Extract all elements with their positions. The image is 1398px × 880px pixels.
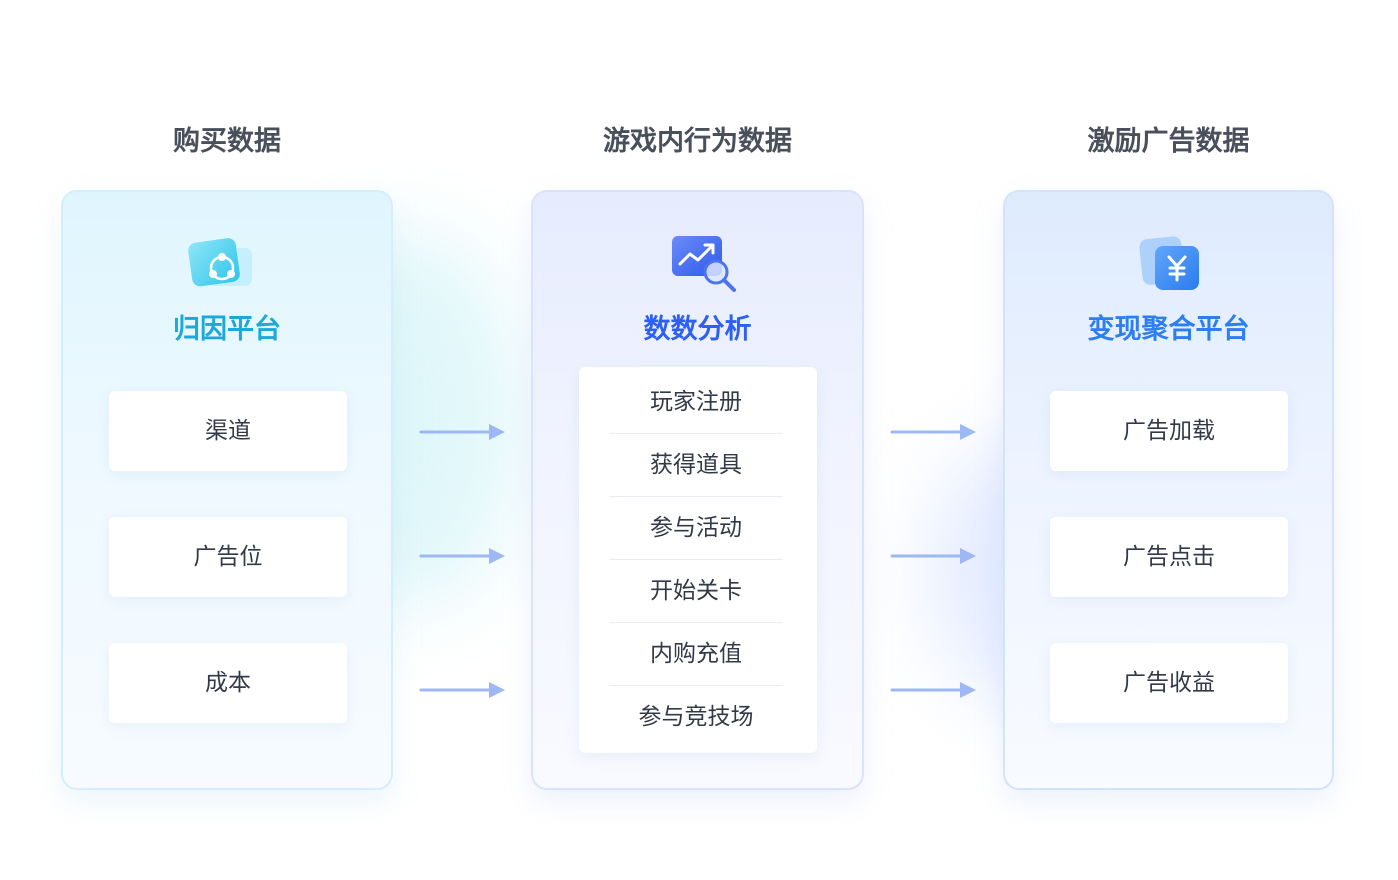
column-title-ingame: 游戏内行为数据 [603, 126, 792, 157]
flow-arrow [419, 682, 505, 698]
data-item: 成本 [109, 643, 347, 723]
list-item: 内购充值 [650, 641, 742, 667]
attribution-platform-card: 归因平台 渠道 广告位 成本 [61, 190, 393, 790]
analytics-platform-card: 数数分析 玩家注册 获得道具 参与活动 开始关卡 内购充值 参与竞技场 [531, 190, 864, 790]
list-item: 开始关卡 [650, 578, 742, 604]
data-item: 广告位 [109, 517, 347, 597]
flow-arrow [419, 424, 505, 440]
divider [609, 685, 783, 686]
list-item: 参与活动 [650, 515, 742, 541]
divider [609, 433, 783, 434]
platform-heading: 数数分析 [643, 314, 752, 345]
column-title-purchase: 购买数据 [173, 126, 281, 157]
flow-arrow [419, 548, 505, 564]
event-list: 玩家注册 获得道具 参与活动 开始关卡 内购充值 参与竞技场 [579, 367, 817, 753]
data-item: 广告加载 [1050, 391, 1288, 471]
flow-arrow [890, 682, 976, 698]
link-share-icon [188, 238, 252, 287]
data-item: 广告点击 [1050, 517, 1288, 597]
flow-arrow [890, 548, 976, 564]
platform-heading: 归因平台 [173, 314, 281, 345]
trend-search-icon [672, 236, 736, 292]
flow-arrow [890, 424, 976, 440]
yen-icon [1139, 236, 1199, 290]
divider [609, 559, 783, 560]
list-item: 玩家注册 [650, 389, 742, 415]
column-title-ads: 激励广告数据 [1087, 126, 1250, 157]
data-item: 渠道 [109, 391, 347, 471]
platform-heading: 变现聚合平台 [1087, 314, 1250, 345]
list-item: 获得道具 [650, 452, 742, 478]
divider [609, 496, 783, 497]
monetization-platform-card: 变现聚合平台 广告加载 广告点击 广告收益 [1003, 190, 1334, 790]
divider [609, 622, 783, 623]
data-item: 广告收益 [1050, 643, 1288, 723]
list-item: 参与竞技场 [638, 704, 754, 730]
